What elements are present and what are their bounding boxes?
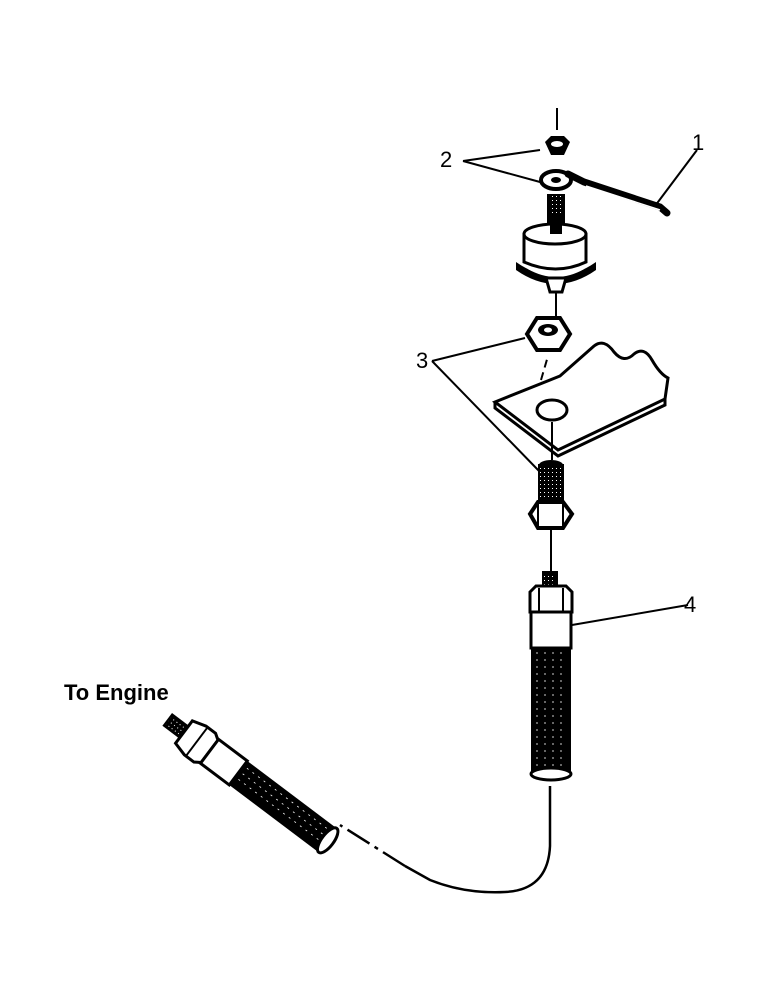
top-nut bbox=[545, 136, 570, 155]
callout-1: 1 bbox=[692, 130, 704, 155]
leader-lines bbox=[431, 149, 698, 626]
callout-4: 4 bbox=[684, 592, 696, 617]
leader-1-to-wire bbox=[654, 149, 698, 207]
oil-pressure-sender bbox=[516, 194, 596, 294]
leader-3-to-adapter bbox=[431, 360, 541, 473]
leader-2-to-washer bbox=[462, 160, 541, 183]
to-engine-label: To Engine bbox=[64, 680, 169, 705]
hose-end-fitting bbox=[528, 571, 574, 650]
mounting-bracket-plate bbox=[491, 341, 670, 458]
capillary-line bbox=[404, 786, 552, 894]
hose-upper bbox=[529, 648, 573, 782]
engine-side-fitting bbox=[162, 713, 340, 855]
terminal-washer bbox=[539, 169, 573, 191]
adapter-fitting bbox=[527, 460, 575, 530]
callout-3: 3 bbox=[416, 348, 428, 373]
leader-3-to-nut bbox=[431, 337, 526, 362]
capillary-line-dashed bbox=[339, 823, 406, 868]
callout-2: 2 bbox=[440, 147, 452, 172]
leader-2-to-nut bbox=[462, 149, 541, 162]
upper-hex-nut bbox=[524, 316, 573, 352]
wire-lead bbox=[564, 170, 671, 217]
leader-4-to-fitting bbox=[571, 604, 689, 626]
